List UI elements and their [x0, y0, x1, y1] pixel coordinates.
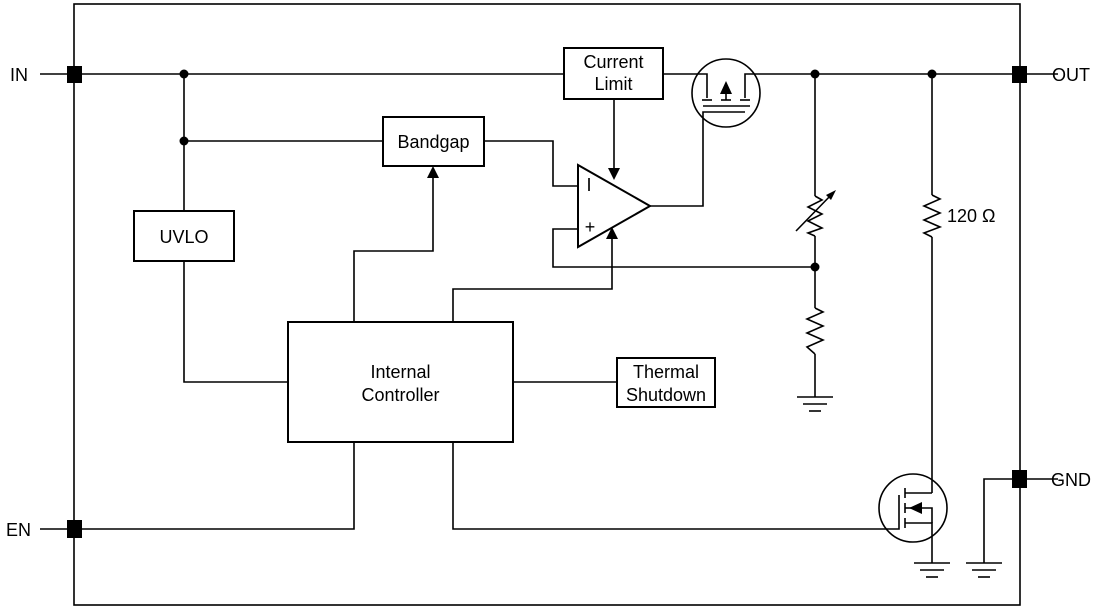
en-pin-label: EN: [6, 520, 31, 540]
opamp-inverting-label: I: [586, 175, 591, 195]
in-pin-marker: [67, 66, 82, 83]
en-pin-marker: [67, 520, 82, 538]
svg-text:UVLO: UVLO: [159, 227, 208, 247]
opamp-noninverting-label: +: [585, 217, 596, 237]
out-pin-marker: [1012, 66, 1027, 83]
device-outline: [73, 3, 1021, 606]
svg-text:Controller: Controller: [361, 385, 439, 405]
svg-text:Bandgap: Bandgap: [397, 132, 469, 152]
junction-dots: [179, 69, 937, 272]
bandgap-block: Bandgap: [382, 116, 485, 167]
svg-text:Current: Current: [583, 52, 643, 72]
ground-symbol-icon: [914, 562, 950, 578]
in-pin-label: IN: [10, 65, 28, 85]
ground-symbol-icon: [797, 396, 833, 412]
uvlo-block: UVLO: [133, 210, 235, 262]
out-pin-label: OUT: [1052, 65, 1090, 85]
gnd-pin-label: GND: [1051, 470, 1091, 490]
svg-text:Shutdown: Shutdown: [626, 385, 706, 405]
thermal-shutdown-block: Thermal Shutdown: [616, 357, 716, 408]
variable-resistor-icon: [795, 190, 836, 237]
error-amplifier: I +: [577, 163, 653, 249]
discharge-resistor-label: 120 Ω: [947, 206, 996, 226]
svg-text:Internal: Internal: [370, 362, 430, 382]
discharge-resistor-icon: [922, 194, 943, 238]
wires: [40, 73, 1058, 563]
discharge-fet-icon: [878, 473, 948, 543]
arrowheads: [427, 166, 620, 239]
current-limit-block: Current Limit: [563, 47, 664, 100]
gnd-pin-marker: [1012, 470, 1027, 488]
internal-controller-block: Internal Controller: [287, 321, 514, 443]
divider-resistor-icon: [805, 307, 825, 355]
svg-text:Thermal: Thermal: [633, 362, 699, 382]
pass-fet-icon: [691, 58, 761, 128]
ground-symbol-icon: [966, 562, 1002, 578]
svg-text:Limit: Limit: [594, 74, 632, 94]
